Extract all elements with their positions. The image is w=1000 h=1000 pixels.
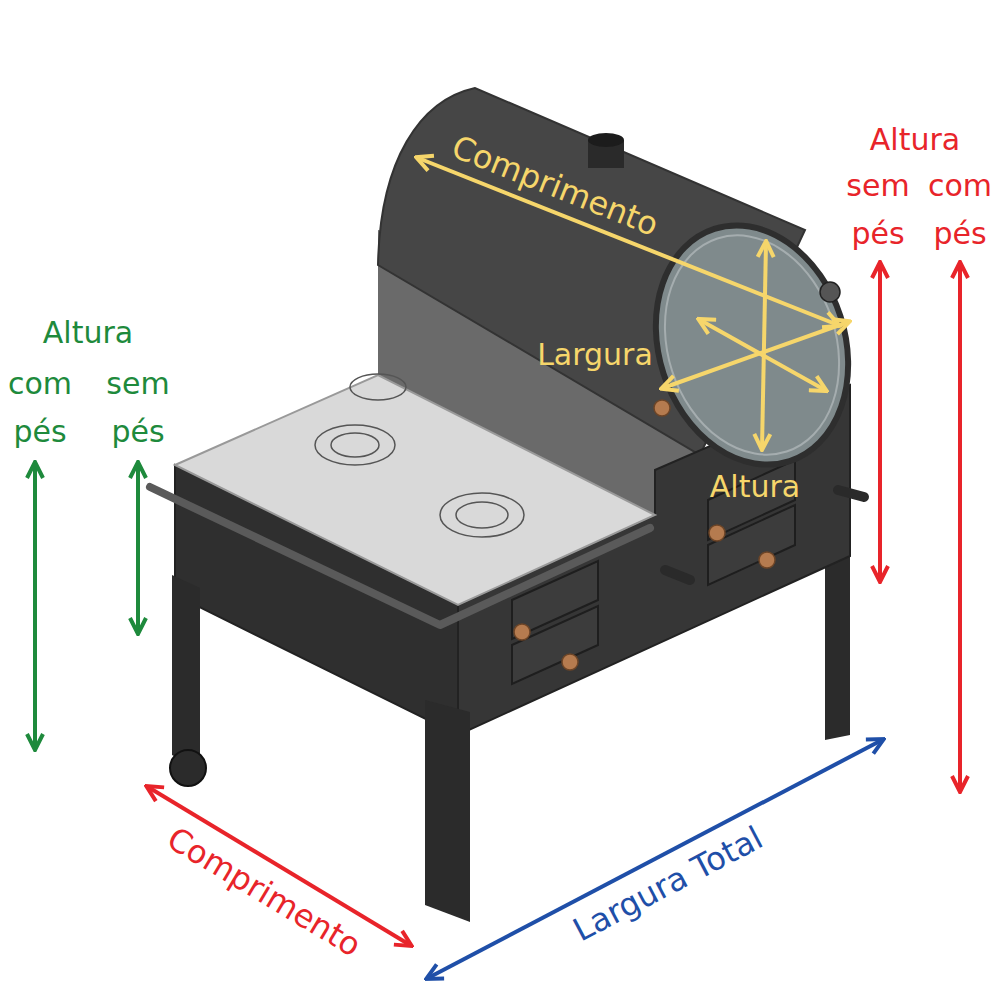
- green-dimension-arrows: [35, 464, 138, 748]
- dimension-label: sem pés: [846, 162, 909, 258]
- chimney-top: [588, 133, 624, 147]
- door: [708, 505, 795, 585]
- burner: [456, 502, 508, 528]
- dimension-label: Altura: [870, 122, 960, 158]
- burner: [315, 425, 395, 465]
- leg: [172, 575, 200, 770]
- dimension-label: Largura: [537, 337, 653, 373]
- cylinder-door: [626, 200, 878, 490]
- red-dimension-arrows: [148, 264, 960, 945]
- dimension-label: com pés: [928, 162, 992, 258]
- blue-dimension-arrow: [428, 740, 882, 978]
- dimension-label: Largura Total: [567, 819, 769, 950]
- handle: [665, 570, 690, 580]
- dimension-label: sem pés: [106, 360, 169, 456]
- door: [512, 606, 598, 684]
- dimension-label: Altura: [710, 469, 800, 505]
- dimension-label: Altura: [43, 315, 133, 351]
- wheel: [170, 750, 206, 786]
- burner: [331, 433, 379, 457]
- handle: [838, 490, 864, 497]
- dimension-label: com pés: [8, 360, 72, 456]
- burner: [350, 374, 406, 400]
- burner: [440, 493, 524, 537]
- leg: [425, 700, 470, 922]
- dimension-label: Comprimento: [160, 819, 367, 965]
- cylinder-door-rim: [638, 213, 867, 478]
